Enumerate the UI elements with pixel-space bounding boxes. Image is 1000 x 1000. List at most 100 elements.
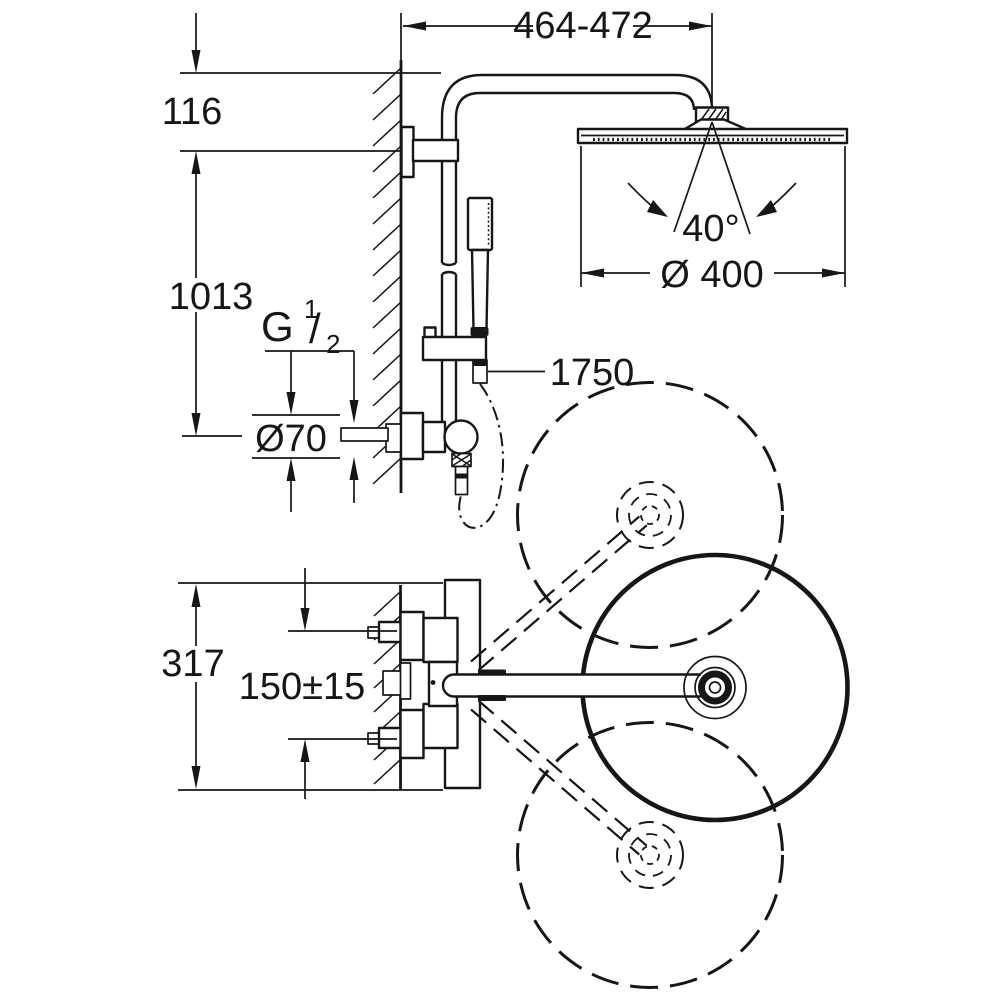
spoke-lower (470, 699, 648, 856)
dimension-riser-height: 1013 (169, 276, 254, 437)
hand-shower-head (466, 196, 494, 252)
leader-lines (265, 350, 355, 503)
arm-outline (441, 673, 701, 698)
supply-stub-top (377, 620, 403, 644)
wall-bracket (400, 125, 460, 179)
hub-ring-outer (683, 655, 747, 720)
thread-label-slash: / (309, 305, 321, 352)
bracket-plate (400, 125, 415, 179)
dim-lines (580, 146, 846, 287)
nut-knurling (700, 108, 727, 121)
hub-lower-inner (640, 845, 660, 865)
dim-label-riser-height: 1013 (169, 276, 254, 318)
front-view: 464-472 116 1013 G 1 / 2 (162, 5, 849, 529)
arrow-right (822, 268, 845, 278)
center-stub (382, 670, 402, 696)
valve-escutcheon (399, 411, 425, 461)
hub-lower-outer (616, 821, 684, 889)
dim-lines (182, 312, 242, 437)
escutcheon-top (399, 610, 425, 662)
dimension-head-dia: Ø 400 (580, 146, 846, 296)
head-shower (576, 106, 849, 145)
angle-legs (673, 121, 751, 235)
dim-label-escutcheon-dia: Ø70 (255, 418, 327, 460)
arrow-up (349, 457, 359, 480)
head-shower-swivel-up (516, 381, 784, 649)
body-step-upper (422, 616, 459, 664)
dim-lines (252, 351, 340, 512)
dimension-escutcheon-dia: Ø70 (252, 351, 340, 512)
arc-arrow-right (756, 200, 777, 217)
arrow-right (689, 21, 712, 31)
dim-label-top-offset: 116 (162, 91, 223, 133)
dim-label-trim-height: 317 (161, 643, 224, 685)
valve-knob (443, 419, 479, 455)
arrow-down (191, 766, 201, 789)
hub-lower-mid (628, 833, 672, 877)
dim-label-supply-spacing: 150±15 (239, 666, 366, 708)
dim-lines (180, 13, 441, 278)
shower-hose (458, 383, 505, 529)
arc-arrow-left (647, 200, 668, 217)
arm-collar-bottom (478, 695, 506, 701)
dim-lines (288, 568, 397, 799)
swivel-arm-positions (470, 515, 648, 856)
hand-shower (421, 196, 494, 384)
callout-thread-g-half: G 1 / 2 (261, 294, 359, 503)
escutcheon-center (399, 662, 412, 700)
head-shower-swivel-down (516, 721, 784, 989)
trim-connections (367, 610, 425, 760)
hub-upper-outer (616, 481, 684, 549)
arrow-down (191, 413, 201, 436)
hub-ring-inner (708, 681, 722, 694)
dimension-trim-height: 317 (161, 582, 443, 791)
hand-shower-handle (470, 248, 490, 331)
valve-body (421, 420, 447, 454)
arrow-down (191, 50, 201, 73)
arrow-down (349, 400, 359, 423)
bracket-arm (411, 138, 460, 163)
plan-view: 317 150±15 (161, 381, 850, 989)
dimension-supply-spacing: 150±15 (239, 568, 397, 799)
dim-lines (178, 582, 443, 791)
arrow-left (403, 21, 426, 31)
dim-label-head-dia: Ø 400 (660, 254, 764, 296)
outlet-band (455, 473, 468, 479)
arrow-left (581, 268, 604, 278)
outlet-nut-knurl (451, 452, 472, 468)
dashed-circle-upper (516, 381, 784, 649)
shower-arm-plan (430, 669, 701, 701)
hub-upper-mid (628, 493, 672, 537)
outlet-cylinder (454, 465, 469, 496)
spoke-upper (470, 515, 648, 672)
hose-nipple-band (473, 360, 487, 366)
wall-hatching-front (372, 67, 402, 485)
arrow-up (191, 151, 201, 174)
arm-collar-top (478, 669, 506, 676)
hub-ring-mid (694, 666, 736, 709)
thermostat-valve (340, 411, 479, 496)
ball-joint-hub-plan (683, 655, 747, 720)
hub-upper-inner (640, 505, 660, 525)
shower-arm-pipe (440, 73, 714, 119)
dimension-top-offset: 116 (162, 13, 441, 278)
dim-label-hose-length: 1750 (550, 352, 635, 394)
thread-label-numerator: 1 (304, 294, 318, 324)
supply-stub-bottom (377, 726, 403, 750)
supply-nipple (340, 427, 389, 442)
dimension-swivel-angle: 40° (627, 121, 797, 250)
thread-label-g: G (261, 303, 294, 350)
arrow-up (191, 584, 201, 607)
body-screw-dot (430, 680, 436, 685)
hub-ring-dark (698, 670, 732, 705)
dashed-circle-lower (516, 721, 784, 989)
escutcheon-bottom (399, 708, 425, 760)
arrow-down (300, 608, 310, 631)
holder-cup (470, 327, 489, 336)
wall-section-front (372, 13, 403, 493)
dimension-arm-reach: 464-472 (403, 5, 713, 107)
thread-label-denominator: 2 (326, 329, 340, 359)
dim-label-swivel-angle: 40° (682, 208, 739, 250)
glider-body (421, 335, 488, 362)
